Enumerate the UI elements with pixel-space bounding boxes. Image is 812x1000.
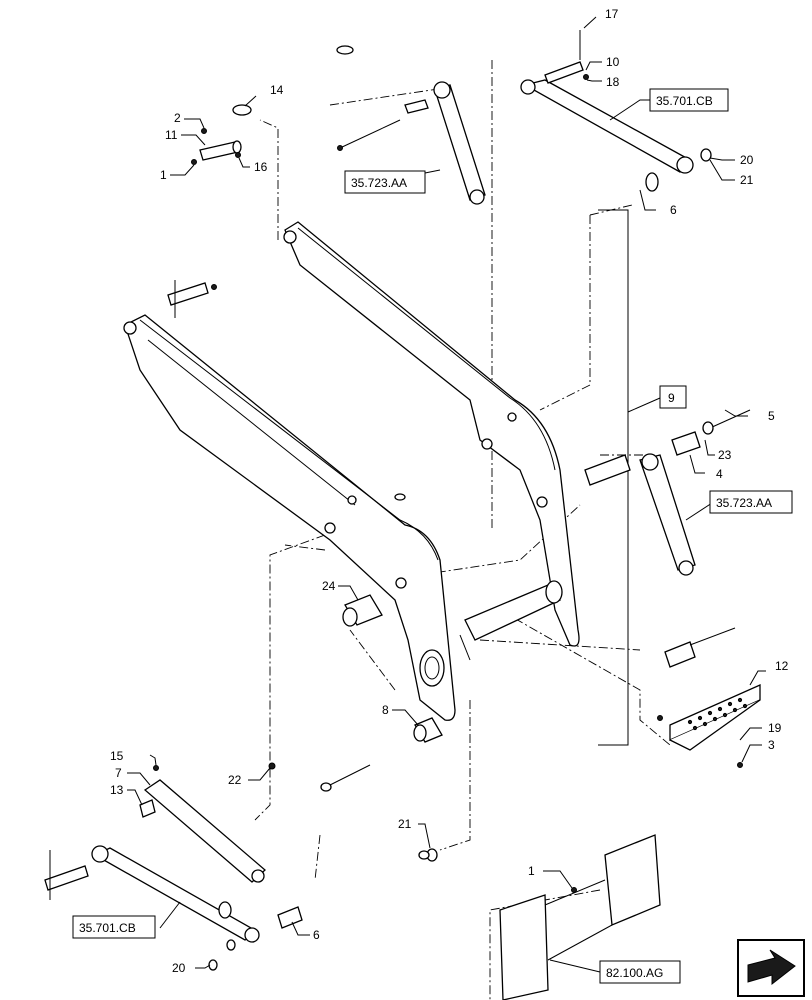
callout-19: 19: [768, 721, 782, 735]
reference-35-723-aa-top[interactable]: 35.723.AA: [344, 170, 426, 194]
callout-8: 8: [382, 703, 389, 717]
callout-21: 21: [740, 173, 754, 187]
ref-label: 35.723.AA: [716, 496, 772, 510]
pin-upper-arm: [167, 280, 217, 318]
link-rod-top: [520, 30, 712, 192]
leader-lines: [127, 16, 766, 973]
ref-label: 35.701.CB: [656, 94, 713, 108]
link-rod-bottom: [44, 845, 438, 971]
callout-20: 20: [740, 153, 754, 167]
pin-assembly-top-left: [191, 104, 252, 165]
callout-6: 6: [670, 203, 677, 217]
bushing-24: [342, 594, 383, 627]
ref-label: 35.723.AA: [351, 176, 407, 190]
callout-1: 1: [160, 168, 167, 182]
loader-arm-left: [123, 314, 456, 721]
ref-label: 82.100.AG: [606, 966, 663, 980]
bushing-right: [664, 627, 736, 668]
assembly-bracket: [598, 209, 661, 746]
washer-top: [336, 45, 354, 55]
reference-35-701-cb-bottom[interactable]: 35.701.CB: [72, 915, 156, 939]
callout-5: 5: [768, 409, 775, 423]
ref-label: 35.701.CB: [79, 921, 136, 935]
callout-2: 2: [174, 111, 181, 125]
next-page-arrow-icon[interactable]: [737, 939, 805, 997]
bolt-middle: [268, 493, 406, 792]
callout-22: 22: [228, 773, 242, 787]
callout-16: 16: [254, 160, 268, 174]
callout-23: 23: [718, 448, 732, 462]
link-arm-bottom: [139, 765, 266, 883]
step-plate: [657, 683, 761, 768]
callout-21b: 21: [398, 817, 412, 831]
bushing-8: [413, 717, 443, 743]
callout-17: 17: [605, 7, 619, 21]
cross-tube: [459, 580, 563, 661]
callout-20b: 20: [172, 961, 186, 975]
callout-9: 9: [668, 391, 675, 405]
callout-14: 14: [270, 83, 284, 97]
callout-10: 10: [606, 55, 620, 69]
reference-35-723-aa-right[interactable]: 35.723.AA: [709, 490, 793, 514]
callout-13: 13: [110, 783, 124, 797]
callout-15: 15: [110, 749, 124, 763]
callout-1b: 1: [528, 864, 535, 878]
callout-24: 24: [322, 579, 336, 593]
callout-12: 12: [775, 659, 789, 673]
reference-82-100-ag[interactable]: 82.100.AG: [599, 960, 681, 984]
callout-7: 7: [115, 766, 122, 780]
callout-18: 18: [606, 75, 620, 89]
callout-9-box: 9: [659, 385, 687, 409]
callout-4: 4: [716, 467, 723, 481]
callout-11: 11: [165, 128, 178, 142]
loader-arm-right: [283, 221, 580, 647]
lift-cylinder-top: [337, 81, 486, 205]
reference-35-701-cb-top[interactable]: 35.701.CB: [649, 88, 729, 112]
frame-bracket-bottom: [499, 834, 661, 1000]
callout-labels: 14 2 11 16 1 17 10 18 20 21 6 5 23 4 12 …: [110, 7, 789, 975]
callout-3: 3: [768, 738, 775, 752]
lift-cylinder-right: [584, 409, 751, 576]
callout-6b: 6: [313, 928, 320, 942]
